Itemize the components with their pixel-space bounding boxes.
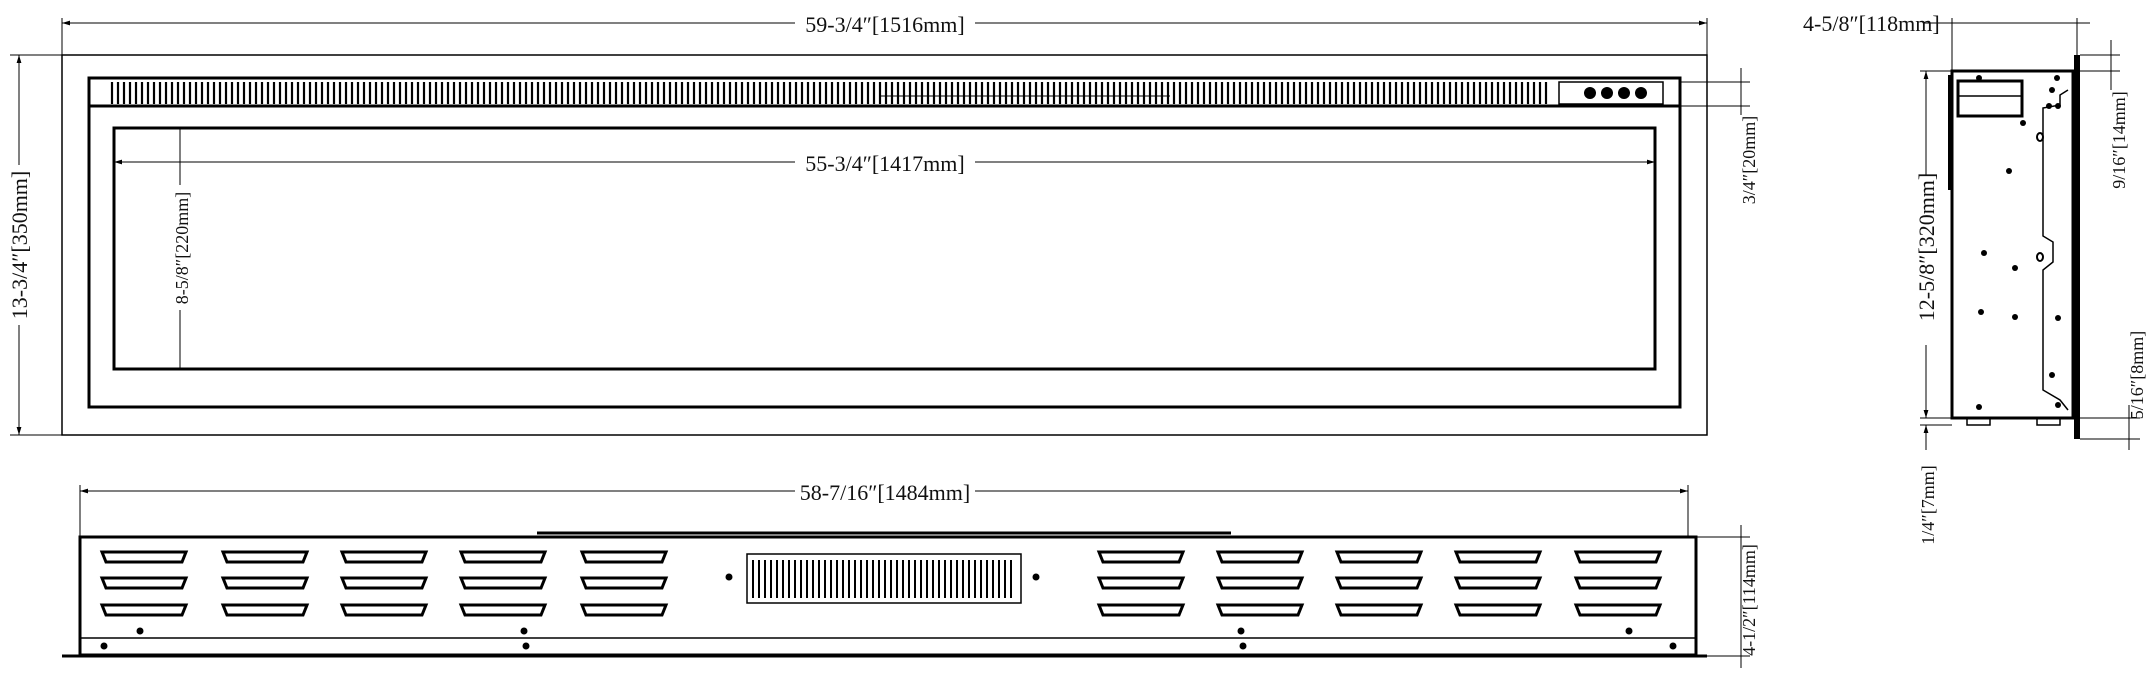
side-view: 4-5/8″[118mm] 12-5/8″[320mm] 1/4″[7mm] 9…	[1803, 11, 2147, 545]
front-view: 59-3/4″[1516mm] 55-3/4″[1417mm] 13-3/4″[…	[5, 8, 1759, 436]
screw-hole	[2046, 103, 2052, 109]
screw-hole	[2049, 87, 2055, 93]
front-inner-panel	[87, 76, 1682, 409]
vent-slot	[1215, 603, 1305, 617]
control-button-icon	[1618, 87, 1630, 99]
label-bg	[795, 148, 975, 178]
overall-width-label: 59-3/4″[1516mm]	[805, 12, 964, 37]
vent-slot	[579, 576, 669, 590]
screw-hole	[1976, 404, 1982, 410]
vent-slot	[220, 550, 310, 564]
bottom-grille-bars	[752, 560, 1012, 598]
bottom-offset-label: 5/16″[8mm]	[2127, 331, 2147, 420]
vent-slot	[1334, 550, 1424, 564]
screw-hole	[1032, 573, 1040, 581]
vent-slot	[458, 603, 548, 617]
screw-hole	[725, 573, 733, 581]
vent-slot	[99, 576, 189, 590]
vent-height-label: 3/4″[20mm]	[1739, 116, 1759, 205]
side-depth-label: 4-5/8″[118mm]	[1803, 11, 1940, 36]
screw-hole	[2006, 168, 2012, 174]
screw-hole	[1981, 250, 1987, 256]
vent-slot	[99, 550, 189, 564]
side-control-box	[1956, 79, 2024, 118]
vent-slot	[1453, 550, 1543, 564]
screw-hole	[1976, 75, 1982, 81]
screw-hole	[1625, 627, 1633, 635]
vent-slot	[1215, 550, 1305, 564]
label-bg	[1912, 175, 1940, 345]
vent-slot	[1096, 550, 1186, 564]
vent-slot	[339, 576, 429, 590]
screw-hole	[2055, 103, 2061, 109]
vent-slot	[579, 550, 669, 564]
bottom-vent-slots	[99, 550, 1663, 617]
screw-hole	[2049, 372, 2055, 378]
vent-slot	[458, 550, 548, 564]
control-button-icon	[1584, 87, 1596, 99]
screw-hole	[2055, 402, 2061, 408]
side-bracket	[2042, 89, 2069, 411]
label-bg	[168, 185, 194, 310]
side-height-label: 12-5/8″[320mm]	[1914, 173, 1939, 321]
screw-hole	[2012, 314, 2018, 320]
screw-hole	[520, 627, 528, 635]
mounting-hole	[2036, 252, 2044, 262]
screw-holes	[100, 573, 1677, 650]
vent-slot	[1334, 576, 1424, 590]
overall-height-label: 13-3/4″[350mm]	[7, 171, 32, 319]
bottom-width-label: 58-7/16″[1484mm]	[800, 480, 970, 505]
side-body	[1950, 69, 2075, 420]
label-bg	[795, 476, 975, 506]
screw-hole	[1239, 642, 1247, 650]
glass-viewing-area	[112, 126, 1657, 371]
side-screw-holes	[1976, 75, 2061, 410]
vent-slot	[339, 603, 429, 617]
vent-slot	[458, 576, 548, 590]
front-outer-frame	[61, 54, 1708, 436]
screw-hole	[522, 642, 530, 650]
bottom-view: 58-7/16″[1484mm] 4-1/2″[114mm]	[62, 476, 1759, 668]
vent-slot	[1096, 603, 1186, 617]
foot	[1966, 417, 1991, 426]
vent-grille-strip	[110, 82, 1548, 104]
vent-slot	[220, 576, 310, 590]
control-button-icon	[1601, 87, 1613, 99]
bottom-depth-label: 4-1/2″[114mm]	[1739, 544, 1759, 656]
screw-hole	[2012, 265, 2018, 271]
vent-slot	[1573, 550, 1663, 564]
vent-slot	[1573, 603, 1663, 617]
screw-hole	[1978, 309, 1984, 315]
vent-slot	[1334, 603, 1424, 617]
screw-hole	[2055, 315, 2061, 321]
vent-slot	[1215, 576, 1305, 590]
screw-hole	[136, 627, 144, 635]
screw-hole	[2054, 75, 2060, 81]
vent-slot	[1453, 603, 1543, 617]
vent-slot	[339, 550, 429, 564]
label-bg	[795, 8, 975, 38]
top-offset-label: 9/16″[14mm]	[2109, 91, 2129, 189]
control-buttons	[1584, 87, 1647, 99]
screw-hole	[2020, 120, 2026, 126]
screw-hole	[1237, 627, 1245, 635]
screw-hole	[1669, 642, 1677, 650]
bottom-grille	[746, 553, 1022, 604]
vent-slot	[99, 603, 189, 617]
mounting-hole	[2036, 132, 2044, 142]
vent-slot	[1096, 576, 1186, 590]
glass-height-label: 8-5/8″[220mm]	[172, 192, 192, 304]
vent-slot	[1453, 576, 1543, 590]
vent-slot	[579, 603, 669, 617]
foot-height-label: 1/4″[7mm]	[1918, 465, 1938, 545]
control-button-icon	[1635, 87, 1647, 99]
label-bg	[5, 165, 33, 325]
glass-width-label: 55-3/4″[1417mm]	[805, 151, 964, 176]
foot	[2036, 417, 2061, 426]
screw-hole	[100, 642, 108, 650]
vent-slot	[220, 603, 310, 617]
vent-slot	[1573, 576, 1663, 590]
control-panel	[1558, 81, 1664, 105]
